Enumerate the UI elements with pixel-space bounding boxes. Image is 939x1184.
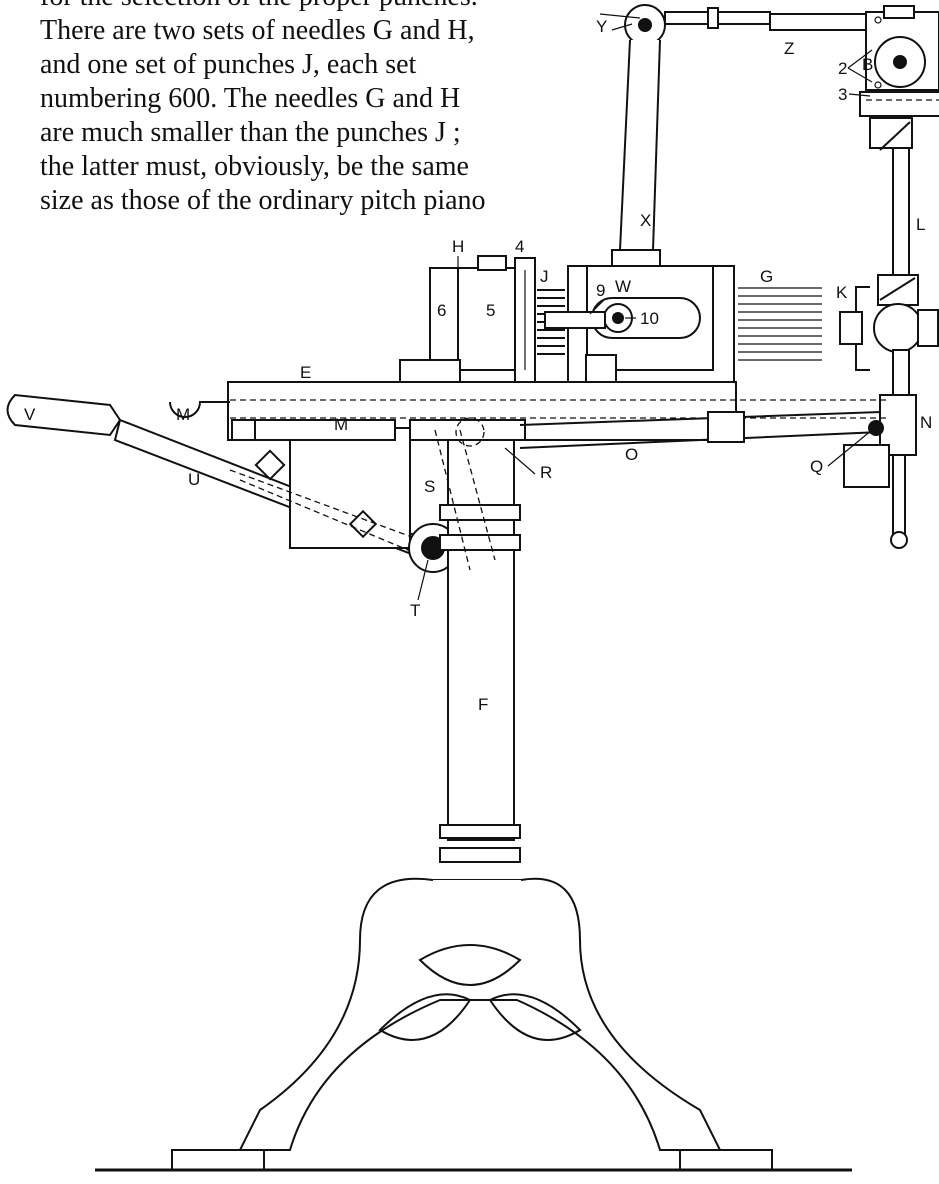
label-f: F [478,695,488,714]
foot [95,877,852,1172]
label-w: W [615,277,631,296]
label-v: V [24,405,36,424]
label-5: 5 [486,301,495,320]
column-f [434,417,521,863]
head-assembly [399,255,822,385]
lever [6,393,458,573]
label-u: U [188,470,200,489]
label-10: 10 [640,309,659,328]
text-line: for the selection of the proper punches. [40,0,600,14]
label-j: J [540,267,549,286]
label-9: 9 [596,281,605,300]
needles-g [738,287,822,361]
text-line: the latter must, obviously, be the same [40,151,469,182]
label-n: N [920,413,932,432]
x-column [611,39,661,267]
text-line: There are two sets of needles G and H, [40,15,475,46]
text-line: and one set of punches J, each set [40,49,417,80]
label-o: O [625,445,638,464]
label-y: Y [596,17,607,36]
label-pointers [417,23,873,601]
label-e: E [300,363,311,382]
label-z: Z [784,39,794,58]
text-line: are much smaller than the punches J ; [40,117,461,148]
label-3: 3 [838,85,847,104]
label-t: T [410,601,420,620]
label-x: X [640,211,651,230]
label-4: 4 [515,237,524,256]
l-rod [839,147,939,549]
label-m-end: M [176,405,190,424]
label-b: B [862,55,873,74]
label-s: S [424,477,435,496]
text-line: size as those of the ordinary pitch pian… [40,185,486,216]
diagram-labels: Y Z B 2 3 X L H 4 J 9 W G K 6 5 10 E V M… [24,17,932,714]
label-6: 6 [437,301,446,320]
label-l: L [916,215,925,234]
label-q: Q [810,457,823,476]
body-text: for the selection of the proper punches.… [40,0,600,218]
text-line: numbering 600. The needles G and H [40,83,461,114]
top-linkage [599,4,939,151]
label-2: 2 [838,59,847,78]
label-m-rail: M [334,415,348,434]
table [169,381,890,449]
label-g: G [760,267,773,286]
label-k: K [836,283,848,302]
label-h: H [452,237,464,256]
label-r: R [540,463,552,482]
